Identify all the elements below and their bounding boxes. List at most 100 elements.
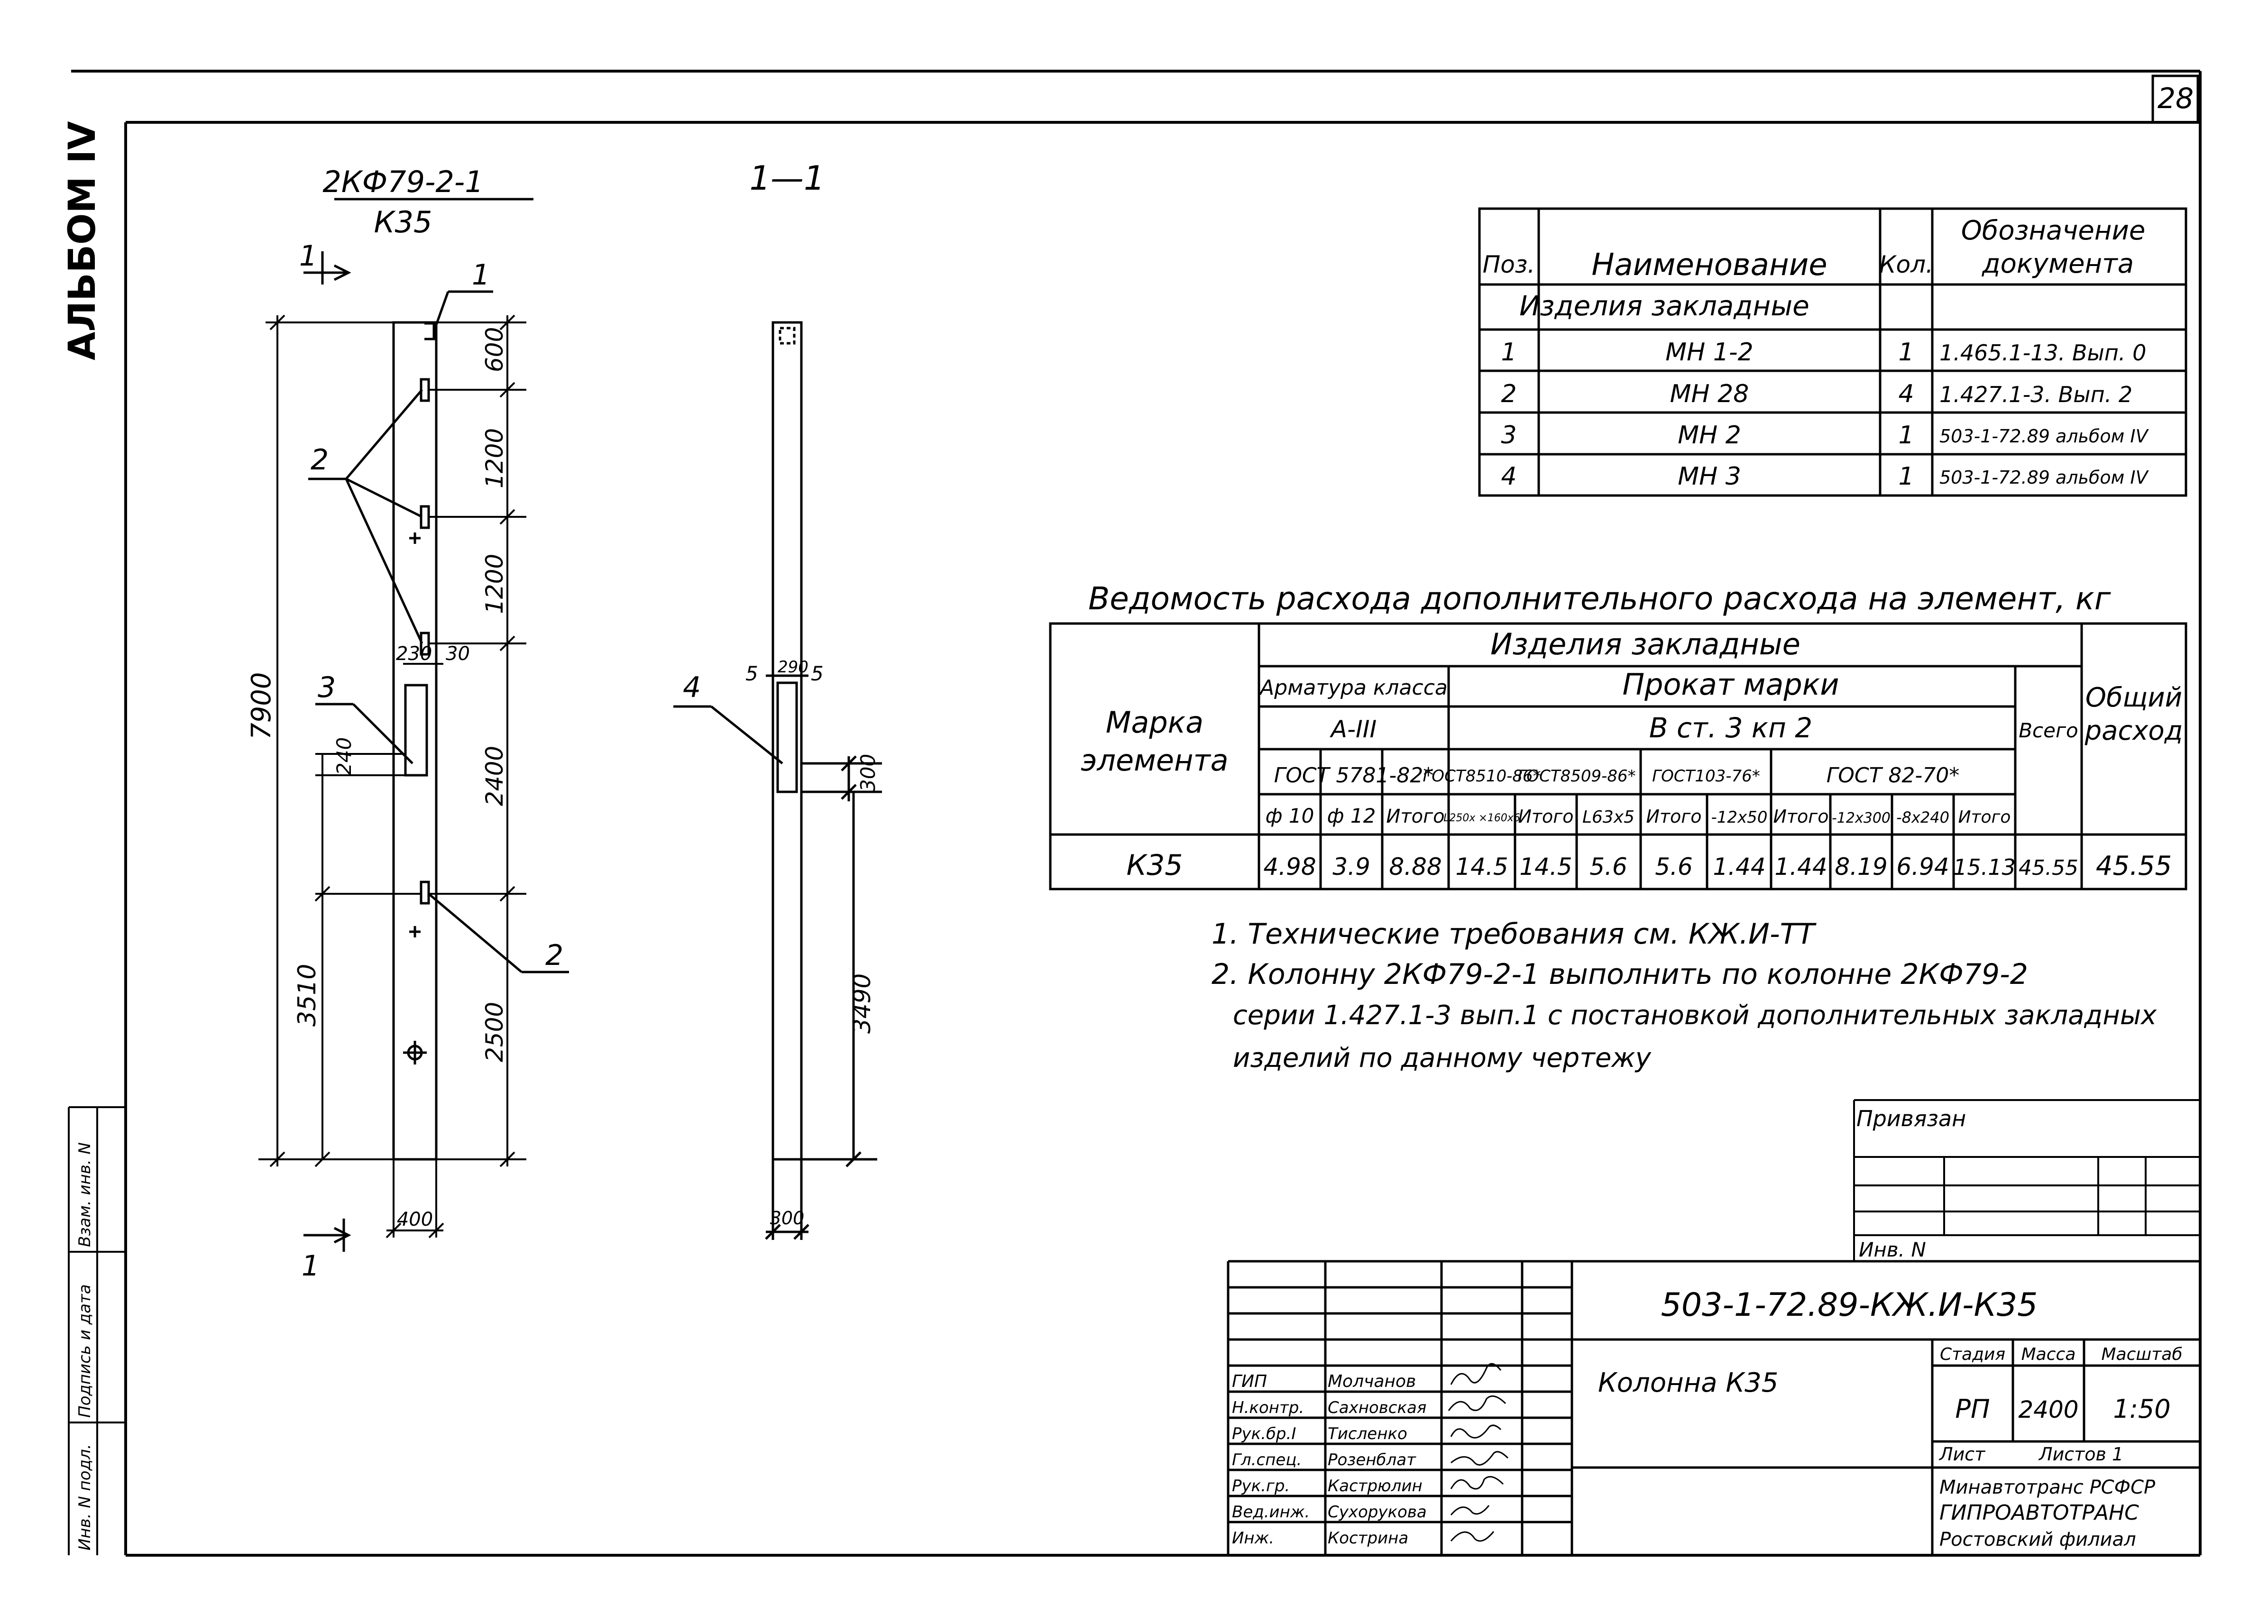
cons-subheaders: ф 10 ф 12 Итого L250x ×160x6 Итого L63x5… xyxy=(1266,804,2011,827)
cons-h-mark-1: Марка xyxy=(1106,705,1203,740)
svg-text:1.465.1-13. Вып. 0: 1.465.1-13. Вып. 0 xyxy=(1939,340,2146,366)
svg-text:Кострина: Кострина xyxy=(1328,1529,1408,1548)
cons-data-row: К35 4.98 3.9 8.88 14.5 14.5 5.6 5.6 1.44… xyxy=(1127,849,2172,882)
dim-30: 30 xyxy=(446,643,470,665)
svg-text:Молчанов: Молчанов xyxy=(1328,1372,1416,1391)
pos-3-label: 3 xyxy=(318,671,336,704)
staff-list: ГИП Молчанов Н.контр. Сахновская Рук.бр.… xyxy=(1232,1372,1427,1548)
mass-value: 2400 xyxy=(2018,1396,2078,1423)
scale-value: 1:50 xyxy=(2113,1394,2170,1424)
svg-text:6.94: 6.94 xyxy=(1896,853,1949,881)
sec-dim-290: 290 xyxy=(778,658,808,677)
cons-gost: ГОСТ 82-70* xyxy=(1827,763,1960,788)
dim-2400: 2400 xyxy=(481,746,508,806)
section-view xyxy=(673,321,882,1240)
svg-text:4.98: 4.98 xyxy=(1263,853,1316,881)
svg-text:1: 1 xyxy=(1501,338,1516,367)
dim-3510: 3510 xyxy=(293,964,321,1027)
dim-240: 240 xyxy=(332,737,356,775)
stage-value: РП xyxy=(1955,1394,1990,1424)
privyazan-inv: Инв. N xyxy=(1859,1238,1926,1261)
title-block xyxy=(1227,1260,2200,1555)
stage-header: Стадия xyxy=(1940,1345,2005,1364)
pos-4-label: 4 xyxy=(683,671,701,704)
column-element: К35 xyxy=(374,205,432,239)
sheet-header: Лист xyxy=(1938,1444,1986,1465)
cut-marker-bottom xyxy=(303,1219,351,1252)
svg-text:L250x ×160x6: L250x ×160x6 xyxy=(1443,812,1520,824)
svg-text:503-1-72.89 альбом IV: 503-1-72.89 альбом IV xyxy=(1939,426,2149,447)
svg-text:Сухорукова: Сухорукова xyxy=(1328,1503,1427,1522)
svg-text:МН 28: МН 28 xyxy=(1670,380,1749,408)
svg-text:Н.контр.: Н.контр. xyxy=(1232,1398,1304,1417)
svg-text:45.55: 45.55 xyxy=(2019,856,2078,880)
svg-text:Инж.: Инж. xyxy=(1232,1529,1274,1548)
spec-head-name: Наименование xyxy=(1591,248,1827,283)
cons-gost: ГОСТ 5781-82* xyxy=(1274,763,1434,788)
svg-text:ф 12: ф 12 xyxy=(1327,804,1376,827)
dim-600: 600 xyxy=(481,327,508,372)
spec-head-doc-2: документа xyxy=(1982,248,2134,279)
pos-2-lower-label: 2 xyxy=(545,939,563,972)
privyazan-block xyxy=(1853,1099,2200,1261)
svg-text:15.13: 15.13 xyxy=(1953,854,2016,880)
side-stamp xyxy=(68,1106,126,1555)
note-2-cont: серии 1.427.1-3 вып.1 с постановкой допо… xyxy=(1233,1000,2157,1031)
cons-h-arm: Арматура класса xyxy=(1258,676,1448,700)
left-dimensions xyxy=(258,314,421,1167)
sec-dim-300h: 300 xyxy=(770,1208,805,1229)
spec-row: 1 МН 1-2 1 1.465.1-13. Вып. 0 xyxy=(1501,338,2146,367)
note-2: 2. Колонну 2КФ79-2-1 выполнить по колонн… xyxy=(1212,958,2028,991)
consumption-table xyxy=(1049,622,2187,890)
org-line-2: ГИПРОАВТОТРАНС xyxy=(1939,1501,2139,1525)
svg-text:1: 1 xyxy=(1898,462,1914,491)
privyazan-label: Привязан xyxy=(1856,1106,1966,1131)
svg-text:-12x50: -12x50 xyxy=(1711,808,1768,827)
svg-text:Сахновская: Сахновская xyxy=(1328,1398,1426,1417)
svg-text:8.88: 8.88 xyxy=(1389,853,1442,881)
cons-h-general-2: расход xyxy=(2084,716,2183,746)
svg-text:4: 4 xyxy=(1501,462,1516,491)
page-number: 28 xyxy=(2158,82,2194,115)
page-number-box xyxy=(2151,74,2199,124)
svg-text:МН 2: МН 2 xyxy=(1678,421,1741,450)
mass-header: Масса xyxy=(2021,1345,2076,1364)
svg-text:-12x300: -12x300 xyxy=(1832,810,1891,826)
svg-text:14.5: 14.5 xyxy=(1455,853,1508,881)
pos-1-label: 1 xyxy=(472,258,490,292)
spec-head-pos: Поз. xyxy=(1483,251,1535,278)
cons-h-total: Всего xyxy=(2019,719,2078,742)
dim-1200-b: 1200 xyxy=(481,554,508,614)
sec-dim-300v: 300 xyxy=(856,754,880,792)
pos-2-label: 2 xyxy=(311,443,329,477)
svg-text:ГИП: ГИП xyxy=(1232,1372,1267,1391)
svg-text:4: 4 xyxy=(1898,380,1914,408)
cons-gost: ГОСТ103-76* xyxy=(1652,767,1760,786)
cons-h-mark-2: элемента xyxy=(1081,743,1228,778)
spec-row: 2 МН 28 4 1.427.1-3. Вып. 2 xyxy=(1501,380,2132,408)
svg-text:1.427.1-3. Вып. 2: 1.427.1-3. Вып. 2 xyxy=(1939,382,2132,407)
sec-dim-5b: 5 xyxy=(811,662,824,685)
drawing-code: 503-1-72.89-КЖ.И-К35 xyxy=(1661,1286,2038,1324)
cons-gost: ГОСТ8509-86* xyxy=(1517,767,1635,786)
signature-marks xyxy=(1448,1363,1509,1542)
svg-text:Гл.спец.: Гл.спец. xyxy=(1232,1450,1302,1469)
scale-header: Масштаб xyxy=(2101,1345,2182,1364)
cut-label-top: 1 xyxy=(299,239,317,273)
cons-gost: ГОСТ8510-86* xyxy=(1423,767,1541,786)
svg-text:1: 1 xyxy=(1898,338,1914,367)
svg-text:ф 10: ф 10 xyxy=(1266,804,1314,827)
svg-text:503-1-72.89 альбом IV: 503-1-72.89 альбом IV xyxy=(1939,467,2149,488)
svg-text:45.55: 45.55 xyxy=(2096,851,2172,881)
cons-h-general-1: Общий xyxy=(2085,682,2182,713)
spec-head-qty: Кол. xyxy=(1879,251,1933,278)
svg-text:МН 3: МН 3 xyxy=(1678,462,1741,491)
svg-text:-8x240: -8x240 xyxy=(1896,808,1949,826)
dim-7900: 7900 xyxy=(246,672,277,740)
svg-text:Тисленко: Тисленко xyxy=(1328,1424,1407,1443)
dim-230: 230 xyxy=(396,643,432,665)
column-elevation xyxy=(308,290,569,1161)
cons-h-steel: В ст. 3 кп 2 xyxy=(1649,712,1812,744)
drawing-name: Колонна К35 xyxy=(1598,1367,1778,1398)
cons-h-izd: Изделия закладные xyxy=(1490,627,1800,661)
